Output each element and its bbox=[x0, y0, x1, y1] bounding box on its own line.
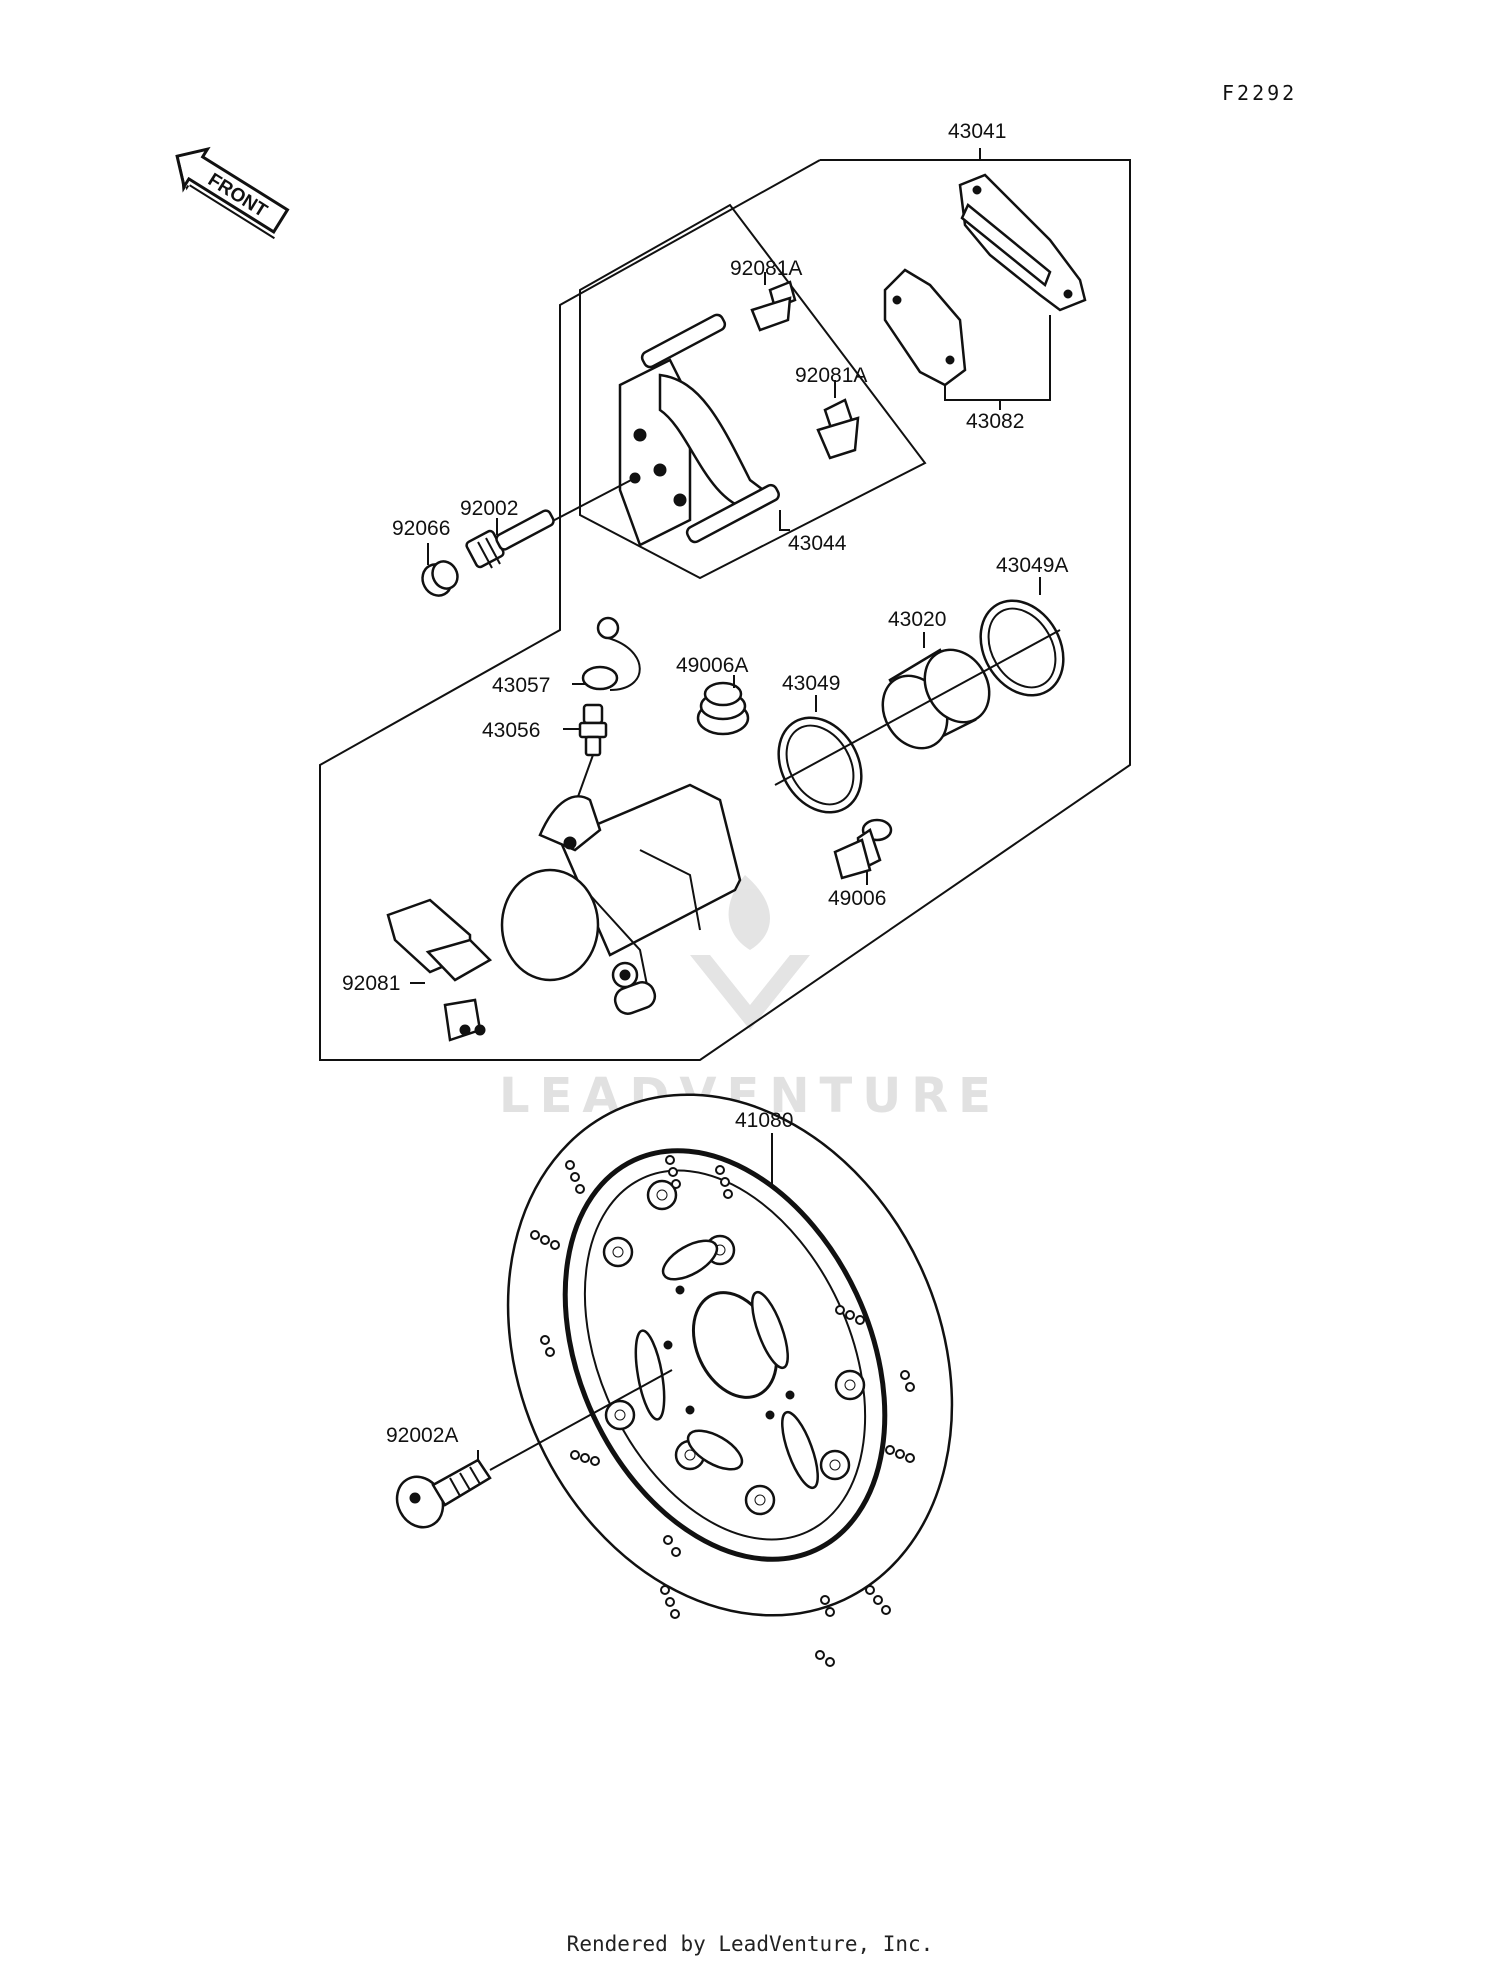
label-49006: 49006 bbox=[828, 887, 886, 910]
leader-92002 bbox=[544, 477, 636, 526]
brake-pad-outer bbox=[958, 173, 1087, 312]
leader-92002A bbox=[489, 1369, 673, 1471]
label-43056: 43056 bbox=[482, 719, 540, 742]
brake-pad-inner bbox=[883, 268, 967, 387]
label-92002A: 92002A bbox=[386, 1424, 458, 1447]
caliper-piston bbox=[881, 648, 991, 750]
caliper-bracket bbox=[618, 313, 780, 547]
label-43020: 43020 bbox=[888, 608, 946, 631]
bleeder-dust-cap bbox=[581, 616, 641, 691]
dust-seal bbox=[979, 599, 1065, 697]
disc-bolt bbox=[395, 1458, 492, 1529]
label-43049A: 43049A bbox=[996, 554, 1068, 577]
label-92002: 92002 bbox=[460, 497, 518, 520]
pad-spring-upper bbox=[750, 280, 797, 332]
pad-retaining-spring bbox=[386, 898, 493, 1042]
assembly-boundary-43041 bbox=[319, 159, 1131, 1061]
pin-cap bbox=[421, 560, 459, 597]
label-43041: 43041 bbox=[948, 120, 1006, 143]
diagram-code: F2292 bbox=[1222, 81, 1297, 105]
assembly-axis bbox=[774, 629, 1061, 786]
label-92081: 92081 bbox=[342, 972, 400, 995]
label-43057: 43057 bbox=[492, 674, 550, 697]
label-49006A: 49006A bbox=[676, 654, 748, 677]
hose-fitting bbox=[833, 818, 893, 880]
label-92081A-upper: 92081A bbox=[730, 257, 802, 280]
front-arrow-icon: FRONT bbox=[175, 146, 290, 240]
label-43049: 43049 bbox=[782, 672, 840, 695]
bleeder-valve bbox=[578, 703, 608, 757]
label-92066: 92066 bbox=[392, 517, 450, 540]
caliper-body bbox=[500, 783, 742, 1015]
bracket-boundary-43044 bbox=[579, 203, 927, 580]
bracket-pin bbox=[465, 509, 555, 569]
pad-spring-lower bbox=[816, 398, 860, 460]
label-43082: 43082 bbox=[966, 410, 1024, 433]
label-43044: 43044 bbox=[788, 532, 847, 555]
footer-credit: Rendered by LeadVenture, Inc. bbox=[566, 1932, 934, 1956]
piston-seal bbox=[777, 716, 863, 814]
label-92081A-lower: 92081A bbox=[795, 364, 867, 387]
label-41080: 41080 bbox=[735, 1109, 793, 1132]
rubber-boot bbox=[696, 681, 750, 736]
